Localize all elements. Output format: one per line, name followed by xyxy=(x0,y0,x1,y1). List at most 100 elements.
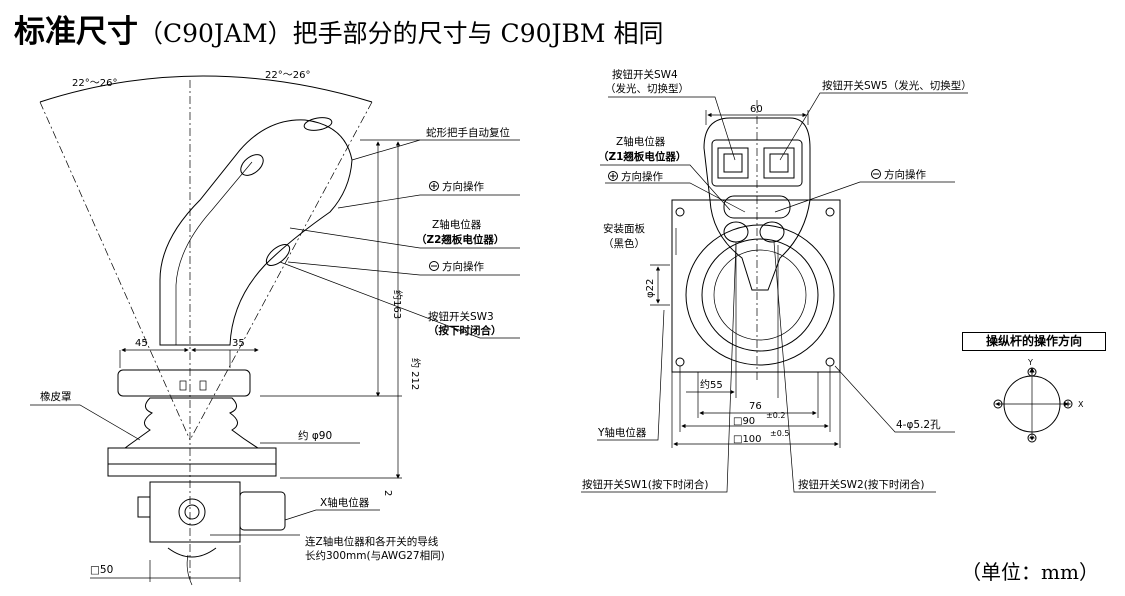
dim-55-label: 约55 xyxy=(700,378,723,391)
sw4-button xyxy=(717,147,749,179)
sq50-label: □50 xyxy=(90,564,113,576)
dir-minus-symbol xyxy=(429,261,439,271)
handle-button-top xyxy=(240,154,264,176)
handle-body xyxy=(159,119,353,346)
leader-dir-plus xyxy=(337,194,520,209)
snake-return-label: 蛇形把手自动复位 xyxy=(426,126,510,139)
leader-sw4 xyxy=(608,96,736,161)
sw2-button xyxy=(759,221,785,243)
leader-sw5 xyxy=(779,92,968,161)
housing-tab-left xyxy=(137,496,151,518)
rubber-boot-shape xyxy=(123,397,260,449)
leader-front-dir-minus xyxy=(774,181,955,213)
flange-top xyxy=(107,447,277,465)
dim-76-label: 76 xyxy=(749,401,762,412)
side-zpot-line2: （Z2翘板电位器） xyxy=(416,233,504,246)
dim-35-label: 35 xyxy=(232,338,245,349)
angle-right-label: 22°～26° xyxy=(265,70,310,81)
op-minus-y xyxy=(1027,433,1037,443)
title-bold: 标准尺寸 xyxy=(14,14,138,50)
leader-snake xyxy=(351,139,520,161)
panel-hole-tl xyxy=(675,207,685,217)
sw5-button-inner xyxy=(769,153,789,173)
sw1-label: 按钮开关SW1(按下时闭合) xyxy=(582,478,708,491)
housing-shaft-outer xyxy=(178,498,206,526)
boot-ring-inner xyxy=(713,249,807,341)
leader-xpot xyxy=(284,509,380,521)
handle-front xyxy=(703,117,811,291)
dia90-label: 约 φ90 xyxy=(298,429,332,442)
handle-base xyxy=(117,369,251,397)
leader-sw3 xyxy=(279,261,520,339)
mounting-panel xyxy=(671,199,841,373)
op-minus-x xyxy=(993,399,1003,409)
panel-hole-bl xyxy=(675,357,685,367)
page-title: 标准尺寸（C90JAM）把手部分的尺寸与 C90JBM 相同 xyxy=(14,10,663,59)
phi22-label: φ22 xyxy=(645,279,656,298)
y-pot-label: Y轴电位器 xyxy=(597,426,647,439)
sw5-label: 按钮开关SW5（发光、切换型） xyxy=(822,79,972,92)
leader-sw1 xyxy=(581,241,737,493)
wire-line2: 长约300mm(与AWG27相同) xyxy=(305,549,445,562)
title-rest: （C90JAM）把手部分的尺寸与 C90JBM 相同 xyxy=(138,19,664,48)
x-pot-body xyxy=(239,491,286,531)
front-dir-plus-symbol xyxy=(608,171,618,181)
unit-note: （单位：mm） xyxy=(961,560,1099,584)
dir-plus-symbol xyxy=(429,181,439,191)
side-view: 22°～26° 22°～26° 45 35 约163 xyxy=(30,70,520,586)
sw4-button-inner xyxy=(723,153,743,173)
side-dir-plus-label: 方向操作 xyxy=(442,180,484,193)
handle-cap xyxy=(303,117,333,131)
front-zpot-line2: （Z1翘板电位器） xyxy=(598,150,686,163)
tilt-line-left xyxy=(39,101,191,441)
operation-diagram: Y X xyxy=(993,358,1084,443)
panel-line2: （黑色） xyxy=(603,237,645,250)
sw5-button xyxy=(763,147,795,179)
op-plus-x xyxy=(1063,399,1073,409)
housing-shaft-inner xyxy=(184,504,200,520)
tol-90-label: ±0.2 xyxy=(766,411,785,420)
x-pot-label: X轴电位器 xyxy=(320,496,370,509)
tilt-line-right xyxy=(189,101,373,441)
handle-rocker xyxy=(265,244,291,266)
sw3-line2: （按下时闭合） xyxy=(428,324,502,337)
angle-left-label: 22°～26° xyxy=(72,78,117,89)
front-dir-plus-label: 方向操作 xyxy=(621,170,663,183)
x-axis-label: X xyxy=(1078,400,1084,409)
dim-60-label: 60 xyxy=(750,104,763,115)
sw3-line1: 按钮开关SW3 xyxy=(428,310,494,323)
base-slot-1 xyxy=(179,380,187,391)
front-dir-minus-label: 方向操作 xyxy=(884,168,926,181)
wire-line1: 连Z轴电位器和各开关的导线 xyxy=(305,535,439,548)
front-dir-minus-symbol xyxy=(871,169,881,179)
tol-100-label: ±0.5 xyxy=(770,429,789,438)
rubber-boot-label: 橡皮罩 xyxy=(40,390,72,403)
boot-ring-outer xyxy=(685,224,835,366)
dim-212-label: 约 212 xyxy=(409,358,422,390)
pot-housing xyxy=(149,481,241,543)
angle-arc xyxy=(39,75,373,103)
side-dir-minus-label: 方向操作 xyxy=(442,260,484,273)
dim-2-label: 2 xyxy=(382,490,393,496)
leader-front-dir-plus xyxy=(605,182,746,213)
leader-dir-minus xyxy=(287,261,520,276)
housing-arc xyxy=(167,547,217,558)
dim-90-label: □90 xyxy=(733,416,755,427)
boot-ring-mid xyxy=(701,238,819,352)
flange-bottom xyxy=(107,463,277,477)
handle-contour xyxy=(175,161,253,345)
holes-label: 4-φ5.2孔 xyxy=(896,418,941,431)
leader-sw2 xyxy=(773,241,936,493)
y-axis-label: Y xyxy=(1027,358,1033,367)
base-slot-2 xyxy=(199,380,207,391)
wire-bundle xyxy=(186,554,193,586)
sw4-line2: （发光、切换型） xyxy=(605,82,689,95)
leader-rubber-boot xyxy=(30,404,141,441)
dim-100-label: □100 xyxy=(733,434,762,445)
dim-45-label: 45 xyxy=(135,338,148,349)
panel-hole-tr xyxy=(825,207,835,217)
operation-title: 操纵杆的操作方向 xyxy=(962,332,1106,351)
leader-z2 xyxy=(289,227,520,249)
sw4-line1: 按钮开关SW4 xyxy=(612,68,678,81)
